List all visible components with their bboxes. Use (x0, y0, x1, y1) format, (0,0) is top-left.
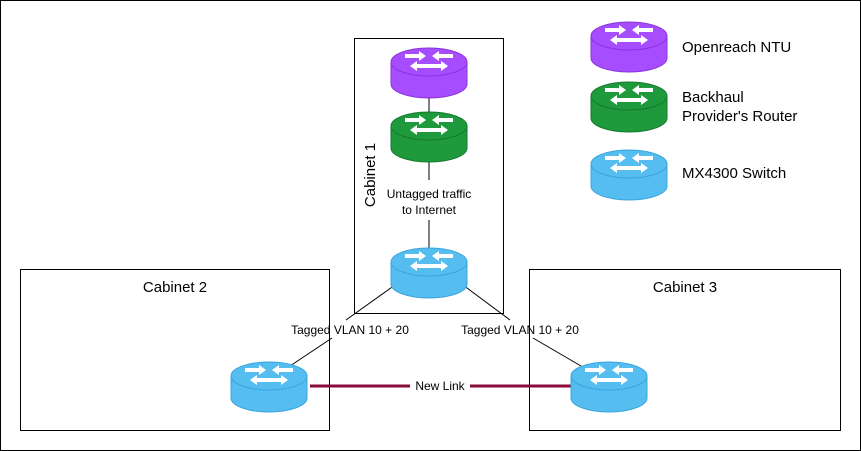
untagged-label-line1: Untagged traffic (387, 187, 472, 201)
link-tagged-right-bottom (532, 337, 582, 367)
cabinet-3-label: Cabinet 3 (653, 279, 717, 296)
backhaul-router-icon (390, 111, 468, 163)
legend-ntu-label: Openreach NTU (682, 39, 791, 56)
switch-cabinet3-icon (570, 361, 648, 413)
link-tagged-left-bottom (289, 337, 333, 367)
switch-cabinet2-icon (230, 361, 308, 413)
tagged-left-label: Tagged VLAN 10 + 20 (291, 323, 409, 337)
cabinet-3-box (529, 269, 841, 431)
untagged-label-line2: to Internet (402, 203, 457, 217)
legend-switch-router-icon (590, 149, 668, 201)
cabinet-1-box (354, 38, 504, 314)
link-tagged-left-top (345, 284, 396, 321)
link-tagged-right-top (462, 284, 511, 321)
legend-backhaul-label-line2: Provider's Router (682, 108, 797, 125)
switch-cabinet1-icon (390, 247, 468, 299)
legend-backhaul-label-line1: Backhaul (682, 89, 744, 106)
cabinet-2-box (20, 269, 330, 431)
legend-backhaul-router-icon (590, 81, 668, 133)
legend-switch-label: MX4300 Switch (682, 165, 786, 182)
legend-ntu-router-icon (590, 21, 668, 73)
ntu-router-icon (390, 47, 468, 99)
tagged-right-label: Tagged VLAN 10 + 20 (461, 323, 579, 337)
new-link-label: New Link (415, 379, 465, 393)
cabinet-2-label: Cabinet 2 (143, 279, 207, 296)
cabinet-1-label: Cabinet 1 (362, 143, 379, 207)
